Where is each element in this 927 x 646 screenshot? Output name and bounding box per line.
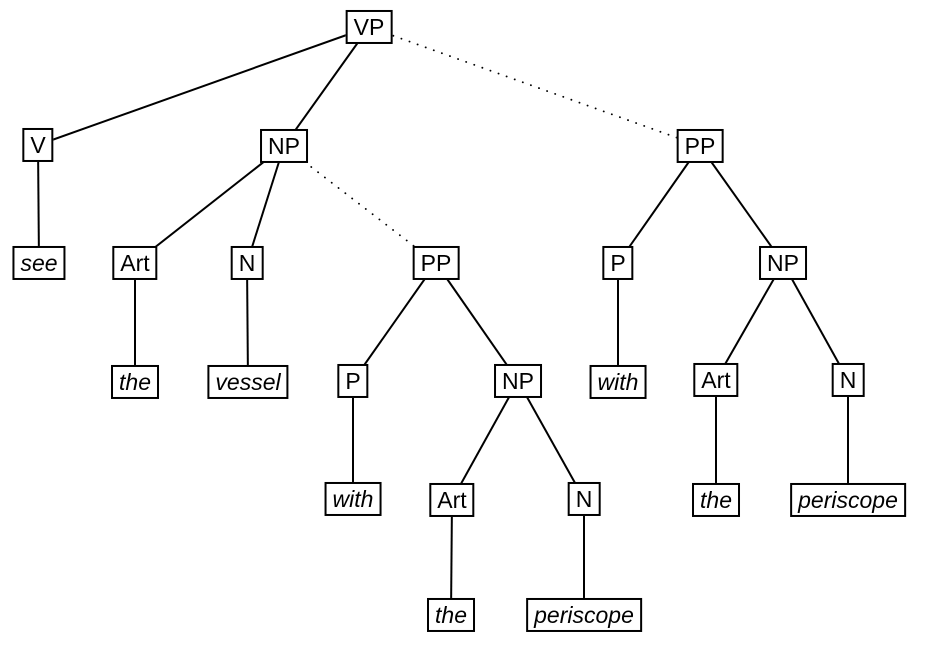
edge-vp-v-solid: [37, 26, 370, 146]
node-the-ppnp: the: [427, 597, 475, 633]
edge-pp-np-p-np-solid: [352, 262, 437, 382]
node-vessel: vessel: [207, 364, 289, 400]
node-n-ppvp: N: [831, 362, 865, 398]
node-np-ppvp: NP: [759, 245, 807, 281]
node-see: see: [12, 245, 66, 281]
edge-vp-pp-vp-dotted: [368, 26, 701, 147]
node-art-ppvp: Art: [693, 362, 739, 398]
node-p-vp: P: [602, 245, 634, 281]
node-pp-np: PP: [412, 245, 460, 281]
node-n-ppnp: N: [567, 481, 601, 517]
edge-vp-np-obj-solid: [283, 26, 370, 147]
node-art-ppnp: Art: [429, 482, 475, 518]
edge-pp-vp-p-vp-solid: [617, 145, 701, 264]
edge-np-obj-n-obj-solid: [246, 145, 285, 264]
node-art-obj: Art: [112, 245, 158, 281]
node-v: V: [22, 127, 54, 163]
node-np-ppnp: NP: [494, 363, 542, 399]
edge-np-ppvp-n-ppvp-solid: [782, 262, 849, 381]
edge-pp-np-np-ppnp-solid: [435, 262, 519, 382]
edge-pp-vp-np-ppvp-solid: [699, 145, 784, 264]
edge-v-see-solid: [37, 144, 40, 264]
edge-np-ppvp-art-ppvp-solid: [715, 262, 784, 381]
edge-np-ppnp-art-ppnp-solid: [451, 380, 519, 501]
edge-art-ppnp-the-ppnp-solid: [450, 499, 453, 616]
node-with-np: with: [324, 481, 382, 517]
node-pp-vp: PP: [676, 128, 724, 164]
node-with-vp: with: [589, 364, 647, 400]
node-the-obj: the: [111, 364, 159, 400]
node-p-np: P: [337, 363, 369, 399]
node-vp: VP: [345, 9, 393, 45]
node-periscope-ppnp: periscope: [526, 597, 642, 633]
edge-np-ppnp-n-ppnp-solid: [517, 380, 585, 500]
node-the-ppvp: the: [692, 482, 740, 518]
edge-n-obj-vessel-solid: [246, 262, 249, 383]
node-n-obj: N: [230, 245, 264, 281]
node-np-obj: NP: [260, 128, 308, 164]
edge-np-obj-art-obj-solid: [134, 145, 285, 264]
node-periscope-ppvp: periscope: [790, 482, 906, 518]
